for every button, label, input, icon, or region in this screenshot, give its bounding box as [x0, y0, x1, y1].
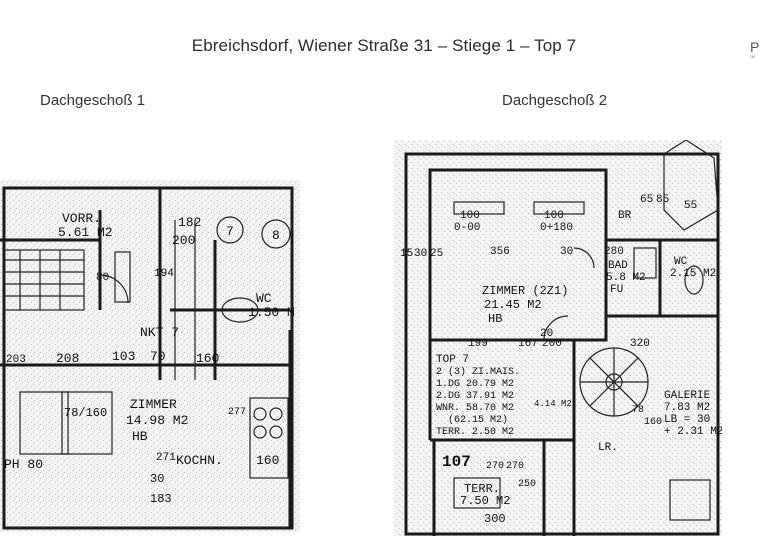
label-wc-area: 2.15 M2 [670, 268, 716, 280]
dim-167: 167 [518, 338, 538, 350]
dim-0-00: 0-00 [454, 222, 480, 234]
dim-15: 15 [400, 248, 413, 260]
dim-100a: 100 [460, 210, 480, 222]
label-terr2-area: 7.50 M2 [460, 494, 510, 508]
logo-subtext: IM [750, 54, 756, 59]
label-lr: LR. [598, 442, 618, 454]
label-wnr-total: (62.15 M2) [448, 414, 508, 426]
dim-20: 20 [540, 328, 553, 340]
label-galerie-extra: + 2.31 M2 [664, 426, 722, 438]
dim-203: 203 [6, 354, 26, 366]
dim-320: 320 [630, 338, 650, 350]
label-zimmer-area: 21.45 M2 [484, 298, 542, 312]
dim-78-160: 78/160 [64, 406, 107, 420]
label-room-7: 7 [226, 224, 234, 239]
floor-plan-dg2: 100 0-00 100 0+180 BR 65 85 55 15 30 25 … [394, 140, 722, 536]
label-1dg: 1.DG 20.79 M2 [436, 379, 514, 390]
dim-30: 30 [150, 472, 164, 486]
label-hb: HB [488, 312, 502, 326]
label-room-8: 8 [272, 228, 280, 243]
label-wc-area: 1.50 M [248, 305, 295, 320]
label-galerie: GALERIE [664, 390, 711, 402]
label-lb: LB = 30 [664, 414, 710, 426]
label-2dg: 2.DG 37.91 M2 [436, 391, 514, 402]
label-107: 107 [442, 453, 471, 471]
dim-55: 55 [684, 200, 697, 212]
dim-199: 199 [468, 338, 488, 350]
label-top7: TOP 7 [436, 354, 469, 366]
dim-85: 85 [656, 194, 669, 206]
label-nkt: NKT 7 [140, 325, 179, 340]
label-bad-area: 5.8 M2 [606, 272, 646, 284]
label-top7-rooms: 2 (3) ZI.MAIS. [436, 366, 520, 378]
label-fu: FU [610, 284, 623, 296]
label-kochn: KOCHN. [176, 453, 223, 468]
label-4-14: 4.14 M2 [534, 399, 572, 409]
label-zimmer-area: 14.98 M2 [126, 413, 188, 428]
dim-270b: 270 [506, 461, 524, 472]
dim-160b: 160 [256, 453, 279, 468]
label-zimmer: ZIMMER (2Z1) [482, 284, 568, 298]
dim-356: 356 [490, 246, 510, 258]
floor-plan-dg1: VORR. 5.61 M2 182 200 7 8 WC 1.50 M NKT … [0, 180, 300, 532]
label-br: BR [618, 210, 632, 222]
floor-title-dg1: Dachgeschoß 1 [40, 92, 146, 109]
dim-80: 80 [96, 272, 109, 284]
dim-183: 183 [150, 492, 172, 506]
dim-25: 25 [430, 248, 443, 260]
dim-280: 280 [604, 246, 624, 258]
dim-160: 160 [644, 417, 662, 428]
dim-270: 270 [486, 461, 504, 472]
dim-70: 70 [150, 349, 166, 364]
dim-200: 200 [172, 233, 195, 248]
label-wc: WC [674, 256, 688, 268]
dim-250: 250 [518, 479, 536, 490]
dim-208: 208 [56, 351, 79, 366]
label-zimmer: ZIMMER [130, 397, 177, 412]
floor-title-dg2: Dachgeschoß 2 [502, 92, 608, 109]
brand-logo: P IM [750, 40, 768, 64]
label-vorr: VORR. [62, 211, 101, 226]
label-wc: WC [256, 291, 272, 306]
dim-65: 65 [640, 194, 653, 206]
floor-plan-dg1-drawing: VORR. 5.61 M2 182 200 7 8 WC 1.50 M NKT … [0, 180, 300, 532]
logo-letter: P [750, 40, 760, 55]
floor-plan-dg2-drawing: 100 0-00 100 0+180 BR 65 85 55 15 30 25 … [394, 140, 722, 536]
dim-160: 160 [196, 351, 219, 366]
label-galerie-area: 7.83 M2 [664, 402, 710, 414]
label-wnr: WNR. 58.70 M2 [436, 403, 514, 414]
dim-200: 200 [542, 338, 562, 350]
dim-0-180: 0+180 [540, 222, 573, 234]
page-title: Ebreichsdorf, Wiener Straße 31 – Stiege … [191, 36, 577, 55]
label-terr: TERR. 2.50 M2 [436, 427, 514, 438]
label-vorr-area: 5.61 M2 [58, 225, 113, 240]
label-ph: PH 80 [4, 457, 43, 472]
dim-300: 300 [484, 512, 506, 526]
dim-78: 78 [632, 405, 644, 416]
label-hb: HB [132, 429, 148, 444]
dim-271: 271 [156, 452, 176, 464]
dim-30: 30 [414, 248, 427, 260]
label-terr2: TERR. [464, 482, 500, 496]
dim-182: 182 [178, 215, 201, 230]
dim-103: 103 [112, 349, 135, 364]
dim-277: 277 [228, 407, 246, 418]
label-bad: BAD [608, 260, 628, 272]
dim-194: 194 [154, 268, 174, 280]
dim-100b: 100 [544, 210, 564, 222]
dim-30b: 30 [560, 246, 573, 258]
